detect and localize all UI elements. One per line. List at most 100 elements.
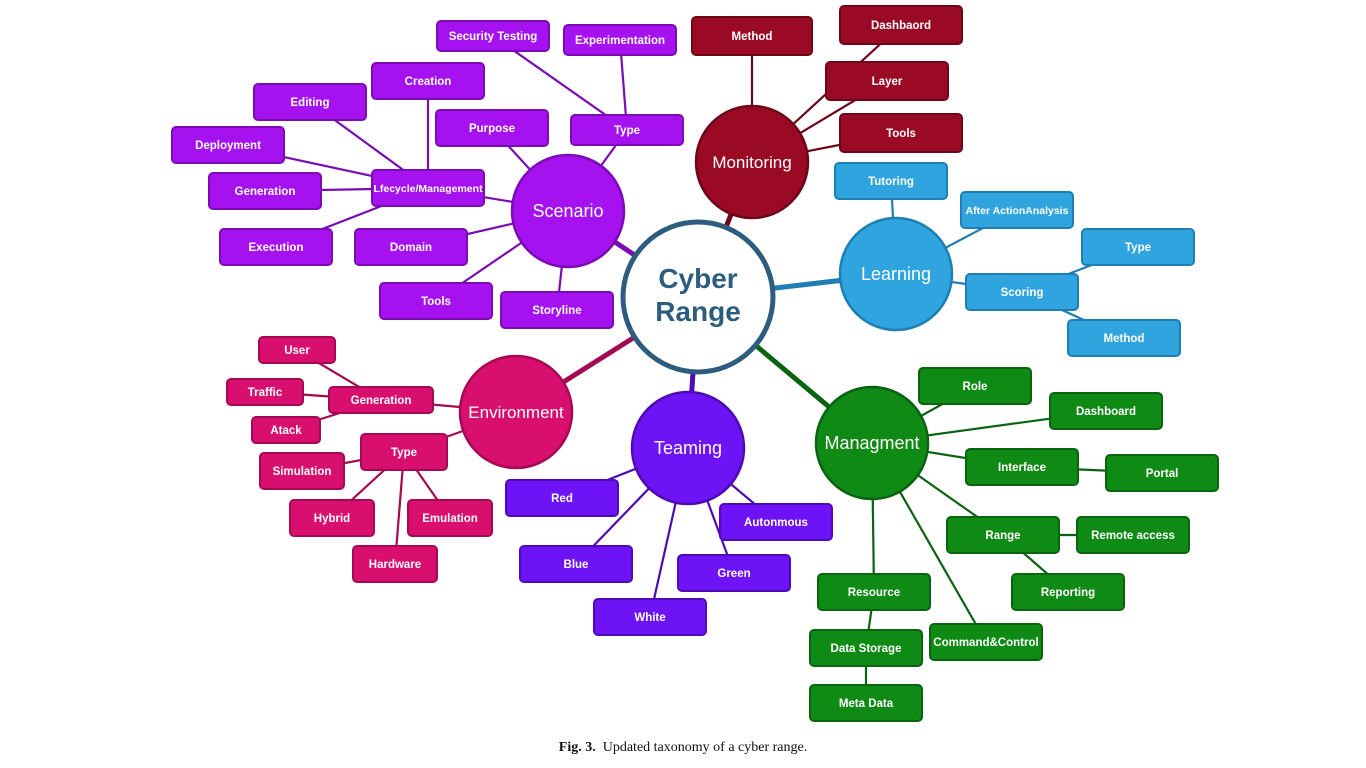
branch-label: Environment (468, 403, 564, 422)
node-box (1105, 454, 1219, 492)
node-monitoring-layer: Layer (825, 61, 949, 101)
node-teaming-red: Red (505, 479, 619, 517)
node-label: Type (614, 125, 640, 137)
node-environment-emulation: Emulation (407, 499, 493, 537)
node-box (691, 16, 813, 56)
node-label: Purpose (469, 123, 515, 135)
branch-learning: Learning (838, 216, 954, 332)
node-box (965, 448, 1079, 486)
node-box (1011, 573, 1125, 611)
node-label: Storyline (532, 305, 581, 317)
branch-managment: Managment (814, 385, 930, 501)
node-label: Lfecycle/Management (373, 183, 483, 195)
center-label-line1: Cyber (658, 263, 737, 294)
node-label: Deployment (195, 140, 261, 152)
node-scenario-purpose: Purpose (435, 109, 549, 147)
node-label: Range (985, 530, 1020, 542)
node-scenario-security-testing: Security Testing (436, 20, 550, 52)
node-monitoring-dashbaord: Dashbaord (839, 5, 963, 45)
node-box (371, 169, 485, 207)
figure-caption: Fig. 3. Updated taxonomy of a cyber rang… (0, 740, 1366, 756)
node-environment-hardware: Hardware (352, 545, 438, 583)
node-label: Simulation (273, 466, 332, 478)
node-box (208, 172, 322, 210)
node-scenario-lfecycle-management: Lfecycle/Management (371, 169, 485, 207)
node-label: Experimentation (575, 35, 665, 47)
node-learning-scoring: Scoring (965, 273, 1079, 311)
node-box (839, 5, 963, 45)
node-environment-user: User (258, 336, 336, 364)
node-label: Blue (564, 559, 589, 571)
branch-circle (510, 153, 626, 269)
node-scenario-generation: Generation (208, 172, 322, 210)
node-box (839, 113, 963, 153)
node-managment-role: Role (918, 367, 1032, 405)
node-box (929, 623, 1043, 661)
node-box (436, 20, 550, 52)
node-label: Command&Control (933, 637, 1038, 649)
node-box (328, 386, 434, 414)
node-label: Remote access (1091, 530, 1175, 542)
node-box (251, 416, 321, 444)
node-box (371, 62, 485, 100)
node-label: Dashbaord (871, 20, 931, 32)
node-label: Autonmous (744, 517, 808, 529)
branch-label: Scenario (532, 201, 603, 221)
node-environment-simulation: Simulation (259, 452, 345, 490)
branch-circle (838, 216, 954, 332)
node-box (407, 499, 493, 537)
node-scenario-experimentation: Experimentation (563, 24, 677, 56)
node-box (593, 598, 707, 636)
caption-label: Fig. 3. (558, 740, 596, 755)
node-box (435, 109, 549, 147)
branch-teaming: Teaming (630, 390, 746, 506)
node-label: Portal (1146, 468, 1179, 480)
node-label: Tools (886, 128, 916, 140)
node-box (258, 336, 336, 364)
node-box (1076, 516, 1190, 554)
node-label: Generation (351, 395, 412, 407)
node-box (360, 433, 448, 471)
node-box (809, 629, 923, 667)
node-label: Red (551, 493, 573, 505)
node-box (1067, 319, 1181, 357)
node-label: Emulation (422, 513, 478, 525)
node-box (809, 684, 923, 722)
node-label: Interface (998, 462, 1046, 474)
node-box (505, 479, 619, 517)
node-label: Layer (872, 76, 903, 88)
node-label: Hardware (369, 559, 421, 571)
node-box (289, 499, 375, 537)
node-box (259, 452, 345, 490)
node-managment-command-control: Command&Control (929, 623, 1043, 661)
node-label: Domain (390, 242, 432, 254)
node-monitoring-method: Method (691, 16, 813, 56)
node-learning-tutoring: Tutoring (834, 162, 948, 200)
node-box (834, 162, 948, 200)
node-box (719, 503, 833, 541)
node-label: Scoring (1001, 287, 1044, 299)
branch-label: Monitoring (712, 153, 791, 172)
node-box (918, 367, 1032, 405)
node-label: Method (732, 31, 773, 43)
node-label: Generation (235, 186, 296, 198)
node-box (825, 61, 949, 101)
branch-label: Learning (861, 264, 931, 284)
node-box (1049, 392, 1163, 430)
node-learning-after-actionanalysis: After ActionAnalysis (960, 191, 1074, 229)
node-label: User (284, 345, 310, 357)
node-label: Tutoring (868, 176, 914, 188)
node-managment-range: Range (946, 516, 1060, 554)
node-scenario-type: Type (570, 114, 684, 146)
node-box (1081, 228, 1195, 266)
node-scenario-execution: Execution (219, 228, 333, 266)
branch-monitoring: Monitoring (694, 104, 810, 220)
node-label: Resource (848, 587, 900, 599)
node-teaming-white: White (593, 598, 707, 636)
node-scenario-editing: Editing (253, 83, 367, 121)
caption-text: Updated taxonomy of a cyber range. (602, 740, 808, 755)
node-teaming-blue: Blue (519, 545, 633, 583)
node-box (570, 114, 684, 146)
node-learning-type: Type (1081, 228, 1195, 266)
